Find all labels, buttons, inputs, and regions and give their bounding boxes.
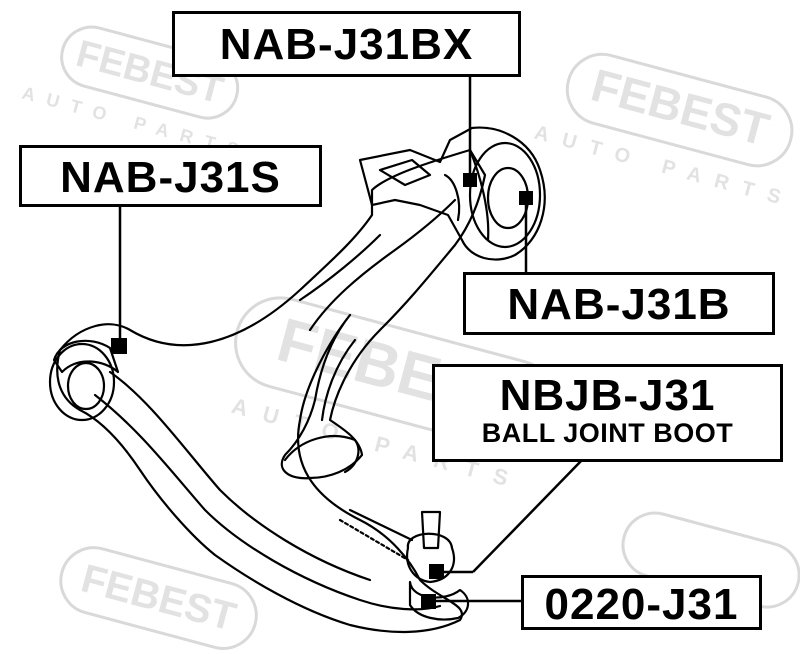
watermark-badge [565,52,794,168]
front-bracket [358,126,546,261]
rear-bushing-inner [66,361,106,411]
arm-rib [320,338,357,422]
arm-rib [93,393,442,611]
rear-bushing-outer [48,342,116,422]
part-number: NAB-J31B [507,280,731,329]
marker-nab-j31s [111,338,127,354]
arm-outline [56,148,487,634]
watermark-badge [59,546,258,650]
ball-joint-stud [420,510,442,550]
marker-0220-j31 [421,594,436,609]
front-bracket-detail [468,148,490,242]
watermark-brand: FEBEST [77,556,241,639]
leader-line-nbjb-j31 [472,459,583,573]
callout-0220-j31: 0220-J31 [521,575,762,630]
front-bracket-detail [443,173,461,222]
marker-nab-j31bx [463,173,477,187]
callout-nab-j31b: NAB-J31B [463,272,775,335]
callout-nab-j31bx: NAB-J31BX [172,11,521,77]
ball-joint-boot [406,532,456,584]
marker-nab-j31b [519,191,533,205]
rear-bushing-sleeve [52,339,120,374]
arm-rib [108,370,372,582]
part-description: BALL JOINT BOOT [481,418,734,448]
callout-nab-j31s: NAB-J31S [19,145,322,207]
arm-rib [298,233,382,302]
part-number: NAB-J31S [60,153,281,202]
callout-nbjb-j31: NBJB-J31 BALL JOINT BOOT [432,364,783,462]
front-bracket-detail [378,158,432,187]
arm-detail-line [338,518,410,562]
arm-detail-line [348,508,414,542]
leader-lines [111,76,583,609]
arm-rib [308,198,457,332]
part-number: NAB-J31BX [219,20,474,69]
control-arm-drawing [48,126,546,634]
front-bushing-outer [468,141,542,249]
part-number: NBJB-J31 [499,371,716,420]
marker-nbjb-j31 [429,564,444,579]
part-number: 0220-J31 [544,580,739,629]
arm-boss [283,435,360,474]
watermark-badge [60,25,240,120]
